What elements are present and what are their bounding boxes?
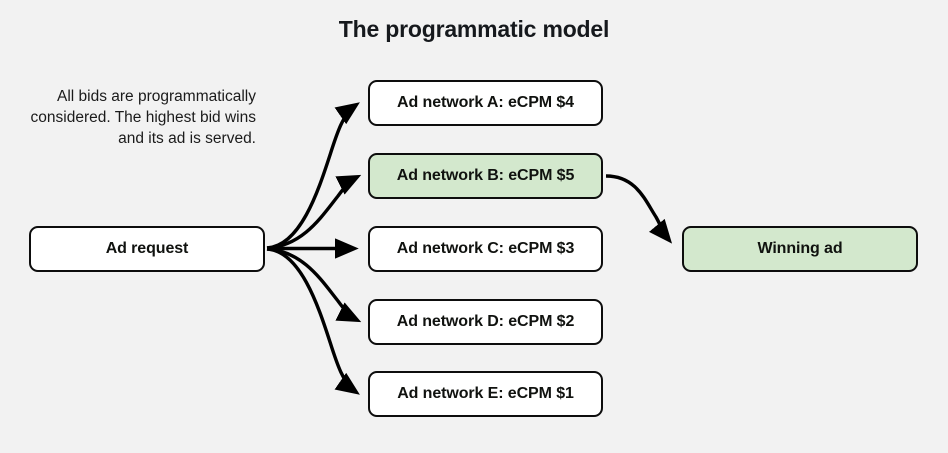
node-ad-network-e-label: Ad network E: eCPM $1 [397,385,574,402]
page-title: The programmatic model [338,16,610,42]
edge-network-b-to-winning-ad [605,174,673,244]
node-ad-network-a[interactable]: Ad network A: eCPM $4 [368,80,603,126]
node-winning-ad-label: Winning ad [757,240,843,257]
edge-ad-request-to-network-a [266,102,360,250]
node-ad-network-a-label: Ad network A: eCPM $4 [397,94,574,111]
node-ad-network-d[interactable]: Ad network D: eCPM $2 [368,299,603,345]
node-ad-network-b[interactable]: Ad network B: eCPM $5 [368,153,603,199]
node-winning-ad[interactable]: Winning ad [682,226,918,272]
edge-ad-request-to-network-b [266,174,362,250]
node-ad-network-b-label: Ad network B: eCPM $5 [396,167,575,184]
node-ad-network-c-label: Ad network C: eCPM $3 [396,240,575,257]
diagram-caption: All bids are programmatically considered… [30,88,256,147]
node-ad-network-d-label: Ad network D: eCPM $2 [396,313,575,330]
edge-ad-request-to-network-e [266,247,360,395]
node-ad-request[interactable]: Ad request [29,226,265,272]
edge-ad-request-to-network-d [266,247,362,323]
node-ad-request-label: Ad request [105,240,189,257]
node-ad-network-c[interactable]: Ad network C: eCPM $3 [368,226,603,272]
node-ad-network-e[interactable]: Ad network E: eCPM $1 [368,371,603,417]
